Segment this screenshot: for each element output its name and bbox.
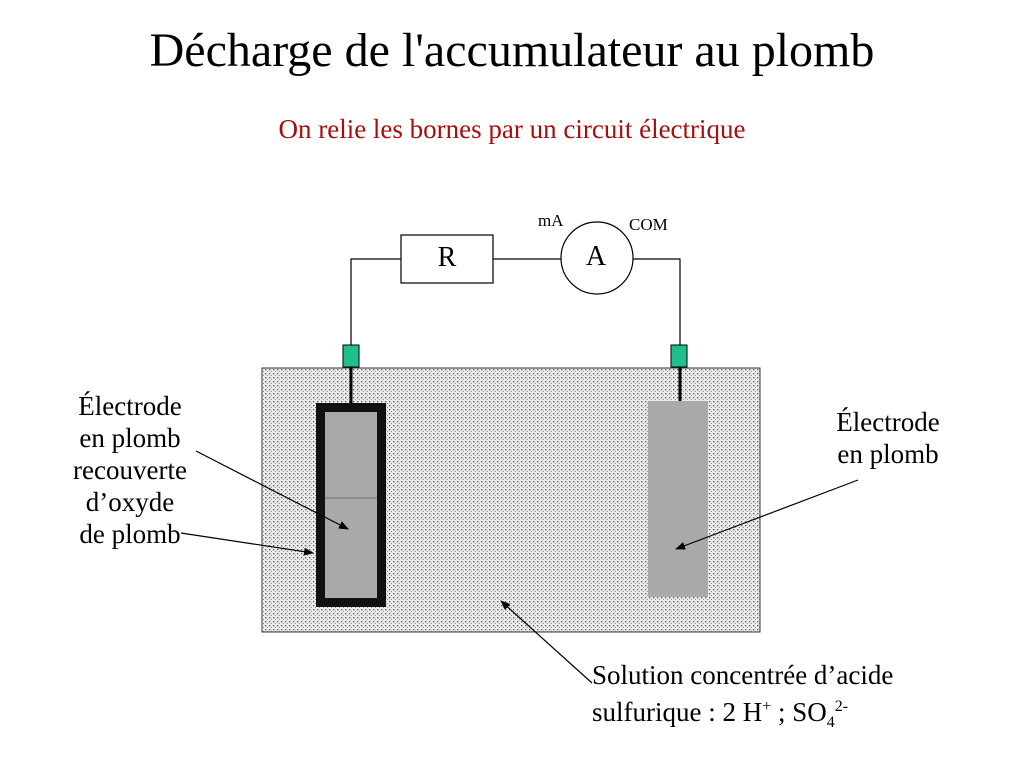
right-electrode-label: Électrode en plomb [808, 406, 968, 470]
sulfate-charge: 2- [834, 698, 849, 715]
ammeter-ma-label: mA [538, 211, 564, 230]
right-electrode [648, 401, 708, 597]
ammeter [560, 221, 634, 295]
resistor-label: R [437, 242, 457, 273]
solution-formula-mid: ; SO [771, 697, 827, 727]
page-title: Décharge de l'accumulateur au plomb [149, 24, 875, 77]
solution-label-line2: sulfurique : 2 H+ ; SO42- [592, 691, 893, 739]
terminal-left [342, 344, 360, 368]
left-electrode-core [325, 412, 377, 598]
wire-left [350, 258, 401, 346]
left-electrode-label-line: de plomb [79, 519, 181, 549]
right-electrode-label-line: en plomb [837, 439, 939, 469]
left-electrode-label-line: d’oxyde [85, 487, 175, 517]
solution-label: Solution concentrée d’acide sulfurique :… [592, 659, 893, 739]
left-electrode-label: Électrode en plomb recouverte d’oxyde de… [40, 390, 220, 550]
subtitle: On relie les bornes par un circuit élect… [278, 114, 746, 144]
left-electrode-label-line: recouverte [73, 455, 187, 485]
hydrogen-charge: + [762, 698, 772, 715]
solution-formula-prefix: sulfurique : 2 H [592, 697, 763, 727]
ammeter-label: A [585, 241, 607, 272]
resistor [400, 234, 494, 284]
ammeter-com-label: COM [629, 215, 668, 234]
pointer-left-lower [180, 532, 314, 556]
sulfate-subscript: 4 [826, 714, 835, 731]
left-electrode-label-line: Électrode [78, 391, 182, 421]
pointer-solution [500, 600, 593, 684]
right-electrode-label-line: Électrode [836, 407, 940, 437]
solution-label-line1: Solution concentrée d’acide [592, 660, 894, 690]
pointer-left-upper [195, 450, 349, 530]
left-electrode-label-line: en plomb [79, 423, 181, 453]
wire-right [633, 258, 681, 346]
pointer-right [675, 479, 859, 550]
terminal-right [670, 344, 688, 368]
